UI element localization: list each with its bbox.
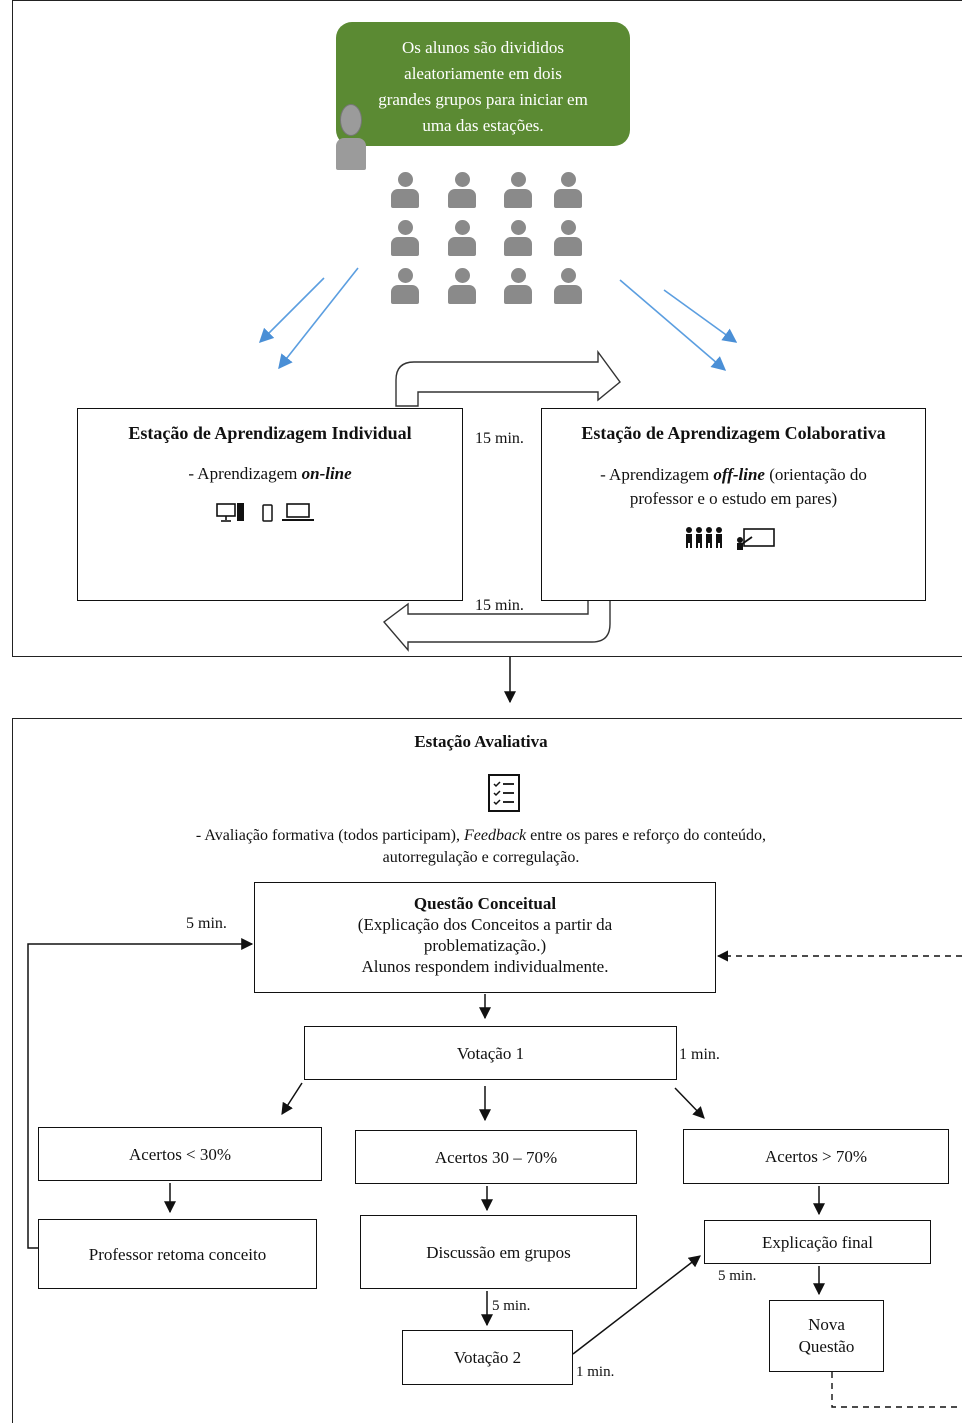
intro-line-3: grandes grupos para iniciar em <box>378 90 588 109</box>
hits-mid-box: Acertos 30 – 70% <box>355 1130 637 1184</box>
time-discussion: 5 min. <box>492 1298 531 1314</box>
vote-1-label: Votação 1 <box>456 1043 525 1063</box>
teacher-review-box: Professor retoma conceito <box>38 1219 317 1289</box>
individual-station-title: Estação de Aprendizagem Individual <box>128 423 412 443</box>
blue-arrow-right-2 <box>619 279 727 371</box>
time-concept: 5 min. <box>186 915 227 932</box>
hits-low-box: Acertos < 30% <box>38 1127 322 1181</box>
collaborative-station-desc: - Aprendizagem off-line (orientação do p… <box>542 463 925 511</box>
final-explanation-label: Explicação final <box>762 1232 873 1252</box>
concept-question-box: Questão Conceitual (Explicação dos Conce… <box>254 882 716 993</box>
blue-arrow-left-1 <box>258 277 325 344</box>
student-icon <box>503 172 533 212</box>
final-explanation-box: Explicação final <box>704 1220 931 1264</box>
hits-high-box: Acertos > 70% <box>683 1129 949 1184</box>
evaluation-panel <box>12 718 962 1423</box>
arrow-vote1-to-high <box>674 1087 705 1119</box>
vote-2-box: Votação 2 <box>402 1330 573 1385</box>
group-discussion-box: Discussão em grupos <box>360 1215 637 1289</box>
new-question-label: Nova Questão <box>798 1315 855 1356</box>
eval-desc-line2: autorregulação e corregulação. <box>382 849 580 866</box>
collab-desc-suffix: (orientação do <box>764 465 867 484</box>
student-icon <box>503 220 533 260</box>
student-icon <box>503 268 533 308</box>
collab-desc-prefix: - Aprendizagem <box>600 465 714 484</box>
collab-desc-line2: professor e o estudo em pares) <box>629 489 838 508</box>
eval-desc-suffix: entre os pares e reforço do conteúdo, <box>526 827 767 844</box>
concept-line-2: problematização.) <box>423 936 547 955</box>
individual-station-box: Estação de Aprendizagem Individual - Apr… <box>77 408 463 601</box>
time-vote-2: 1 min. <box>576 1364 615 1380</box>
rotation-panel <box>12 0 962 657</box>
new-question-box: Nova Questão <box>769 1300 884 1372</box>
student-icon <box>553 172 583 212</box>
rotation-arrow-bottom <box>382 597 611 652</box>
intro-line-4: uma das estações. <box>422 116 544 135</box>
student-icon <box>553 268 583 308</box>
concept-line-1: (Explicação dos Conceitos a partir da <box>357 915 613 934</box>
student-icon <box>390 172 420 212</box>
student-icon <box>390 220 420 260</box>
blue-arrow-left-2 <box>278 267 359 370</box>
loop-newq-to-concept <box>831 1372 962 1408</box>
hits-mid-label: Acertos 30 – 70% <box>434 1147 558 1167</box>
devices-icon <box>216 503 314 522</box>
evaluation-title: Estação Avaliativa <box>414 732 548 751</box>
collab-desc-em: off-line <box>713 465 765 484</box>
teacher-icon <box>334 104 368 170</box>
student-icon <box>390 268 420 308</box>
rotation-arrow-top <box>395 349 621 407</box>
collaborative-station-box: Estação de Aprendizagem Colaborativa - A… <box>541 408 926 601</box>
vote-1-box: Votação 1 <box>304 1026 677 1080</box>
individual-station-desc: - Aprendizagem on-line <box>78 463 462 484</box>
collaboration-icons <box>685 527 775 550</box>
concept-question-title: Questão Conceitual <box>413 894 557 913</box>
rotation-time-bottom: 15 min. <box>475 597 524 614</box>
desktop-icon <box>216 503 244 522</box>
intro-line-2: aleatoriamente em dois <box>404 64 562 83</box>
student-icon <box>447 220 477 260</box>
arrow-vote1-to-low <box>281 1082 303 1116</box>
time-vote-1: 1 min. <box>679 1046 720 1063</box>
rotation-time-top: 15 min. <box>475 430 524 447</box>
concept-line-3: Alunos respondem individualmente. <box>361 957 609 976</box>
student-icon <box>447 172 477 212</box>
phone-icon <box>262 504 273 522</box>
checklist-icon <box>488 774 520 812</box>
hits-low-label: Acertos < 30% <box>128 1144 232 1164</box>
collaborative-station-title: Estação de Aprendizagem Colaborativa <box>581 423 886 443</box>
student-icon <box>553 220 583 260</box>
eval-desc-prefix: - Avaliação formativa (todos participam)… <box>195 827 464 844</box>
individual-desc-prefix: - Aprendizagem <box>188 464 302 483</box>
intro-line-1: Os alunos são divididos <box>402 38 564 57</box>
group-icon <box>685 527 722 548</box>
vote-2-label: Votação 2 <box>453 1348 522 1367</box>
student-icon <box>447 268 477 308</box>
teacher-board-icon <box>736 528 775 550</box>
evaluation-description: - Avaliação formativa (todos participam)… <box>0 825 962 869</box>
eval-desc-em: Feedback <box>463 827 527 844</box>
blue-arrow-right-1 <box>663 289 738 343</box>
loop-review-to-concept <box>27 938 254 1249</box>
individual-desc-em: on-line <box>301 464 352 483</box>
hits-high-label: Acertos > 70% <box>764 1147 868 1166</box>
group-discussion-label: Discussão em grupos <box>426 1242 571 1262</box>
intro-callout: Os alunos são divididos aleatoriamente e… <box>336 22 630 146</box>
teacher-review-label: Professor retoma conceito <box>88 1244 267 1264</box>
time-final: 5 min. <box>718 1268 757 1284</box>
laptop-icon <box>282 503 314 521</box>
arrow-vote2-to-final <box>572 1255 701 1355</box>
